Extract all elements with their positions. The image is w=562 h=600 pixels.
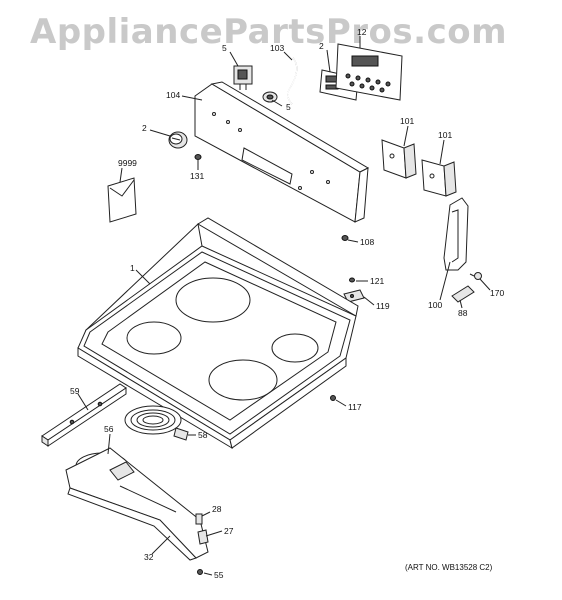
callout-27: 27: [224, 526, 234, 536]
part-screw-131[interactable]: [194, 154, 202, 160]
part-bracket-left[interactable]: [381, 139, 417, 179]
callout-32: 32: [144, 552, 154, 562]
part-screw-55[interactable]: [197, 569, 203, 575]
part-screw-170[interactable]: [469, 272, 482, 280]
callout-103: 103: [270, 43, 284, 53]
callout-55: 55: [214, 570, 224, 580]
callout-117: 117: [348, 402, 362, 412]
callout-131: 131: [190, 171, 204, 181]
part-clip-108[interactable]: [341, 235, 349, 241]
callout-labels: 5 103 2 12 104 5 2 131 9999 101 101 108 …: [70, 27, 504, 580]
part-cooktop[interactable]: [77, 217, 359, 450]
callout-58: 58: [198, 430, 208, 440]
callout-5-spacer: 5: [286, 102, 291, 112]
part-switch-top[interactable]: [233, 65, 253, 90]
callout-108: 108: [360, 237, 374, 247]
callout-2-knob: 2: [142, 123, 147, 133]
leader-lines: [77, 36, 491, 576]
callout-56: 56: [104, 424, 114, 434]
part-backsplash[interactable]: [194, 81, 370, 223]
part-clip-27[interactable]: [197, 529, 209, 545]
callout-59: 59: [70, 386, 80, 396]
part-rail[interactable]: [41, 383, 127, 447]
part-control-board[interactable]: [335, 43, 403, 101]
callout-101-left: 101: [400, 116, 414, 126]
part-bracket-right[interactable]: [421, 159, 457, 197]
part-knob[interactable]: [168, 131, 188, 149]
callout-12: 12: [357, 27, 367, 37]
art-number: (ART NO. WB13528 C2): [405, 563, 493, 572]
callout-9999: 9999: [118, 158, 137, 168]
callout-119: 119: [376, 301, 390, 311]
callout-88: 88: [458, 308, 468, 318]
part-literature[interactable]: [107, 177, 137, 223]
callout-28: 28: [212, 504, 222, 514]
part-screw-117[interactable]: [330, 395, 336, 401]
part-spacer-5[interactable]: [262, 91, 278, 103]
callout-104: 104: [166, 90, 180, 100]
part-wire-103[interactable]: [287, 57, 298, 105]
callout-101-right: 101: [438, 130, 452, 140]
callout-100: 100: [428, 300, 442, 310]
watermark: AppliancePartsPros.com: [30, 12, 508, 52]
part-side-trim[interactable]: [443, 197, 469, 271]
part-surface-unit-58[interactable]: [124, 405, 189, 441]
callout-2-overlay: 2: [319, 41, 324, 51]
callout-170: 170: [490, 288, 504, 298]
callout-1: 1: [130, 263, 135, 273]
part-end-cap[interactable]: [451, 285, 475, 303]
callout-5-switch: 5: [222, 43, 227, 53]
callout-121: 121: [370, 276, 384, 286]
part-screw-121[interactable]: [349, 277, 355, 283]
part-burner-box[interactable]: [65, 447, 209, 561]
part-receptacle-28[interactable]: [195, 513, 203, 525]
